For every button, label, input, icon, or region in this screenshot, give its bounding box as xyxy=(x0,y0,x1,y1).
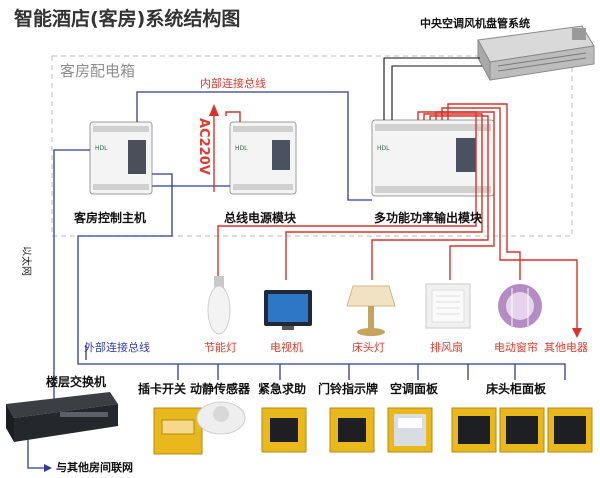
tv-image xyxy=(264,290,312,330)
external-bus-label: 外部连接总线 xyxy=(84,341,150,354)
power-module-image: HDL xyxy=(229,121,297,195)
fan-image xyxy=(425,283,471,329)
bedside-panel-image xyxy=(451,407,593,453)
power-brand: HDL xyxy=(235,145,248,152)
appliance-label-bedlamp: 床头灯 xyxy=(352,341,385,354)
host-brand: HDL xyxy=(95,145,108,152)
panel-label-doorbell: 门铃指示牌 xyxy=(318,382,379,396)
panel-label-emergency: 紧急求助 xyxy=(258,382,307,396)
hvac-unit-image xyxy=(477,25,595,81)
other-rooms-label: 与其他房间联网 xyxy=(56,461,133,474)
doorbell-panel-image xyxy=(329,407,375,453)
ac-panel-image xyxy=(387,407,433,453)
switch-label: 楼层交换机 xyxy=(46,375,107,389)
panel-label-card-switch: 插卡开关 xyxy=(138,382,187,396)
hvac-label: 中央空调风机盘管系统 xyxy=(420,17,530,30)
appliance-label-curtain: 电动窗帘 xyxy=(494,341,538,354)
appliance-label-other: 其他电器 xyxy=(544,341,588,354)
host-label: 客房控制主机 xyxy=(74,211,147,225)
motion-sensor-image xyxy=(196,401,246,435)
appliance-label-fan: 排风扇 xyxy=(430,341,463,354)
ethernet-label: 以太网 xyxy=(20,246,31,276)
diagram-title: 智能酒店(客房)系统结构图 xyxy=(14,8,241,30)
output-module-image: HDL xyxy=(371,119,495,197)
curtain-image xyxy=(498,284,542,328)
output-module-label: 多功能功率输出模块 xyxy=(374,211,483,225)
panel-label-ac: 空调面板 xyxy=(390,382,439,396)
emergency-panel-image xyxy=(261,407,307,453)
panel-label-motion-sensor: 动静传感器 xyxy=(190,382,251,396)
red-power-lines xyxy=(209,103,582,338)
host-module-image: HDL xyxy=(89,121,153,195)
appliance-label-tv: 电视机 xyxy=(270,341,303,354)
bulb-image xyxy=(207,276,231,335)
switch-image xyxy=(6,392,118,442)
panel-label-bedside: 床头柜面板 xyxy=(486,382,547,396)
ac-voltage-label: AC220V xyxy=(196,118,211,175)
output-brand: HDL xyxy=(377,145,390,152)
distribution-box xyxy=(51,55,573,237)
internal-bus-label: 内部连接总线 xyxy=(200,77,266,90)
card-switch-image xyxy=(153,407,203,455)
power-module-label: 总线电源模块 xyxy=(224,211,297,225)
appliance-label-bulb: 节能灯 xyxy=(204,341,237,354)
distribution-box-label: 客房配电箱 xyxy=(60,62,136,80)
bedlamp-image xyxy=(346,285,396,336)
hvac-wires xyxy=(383,57,482,120)
